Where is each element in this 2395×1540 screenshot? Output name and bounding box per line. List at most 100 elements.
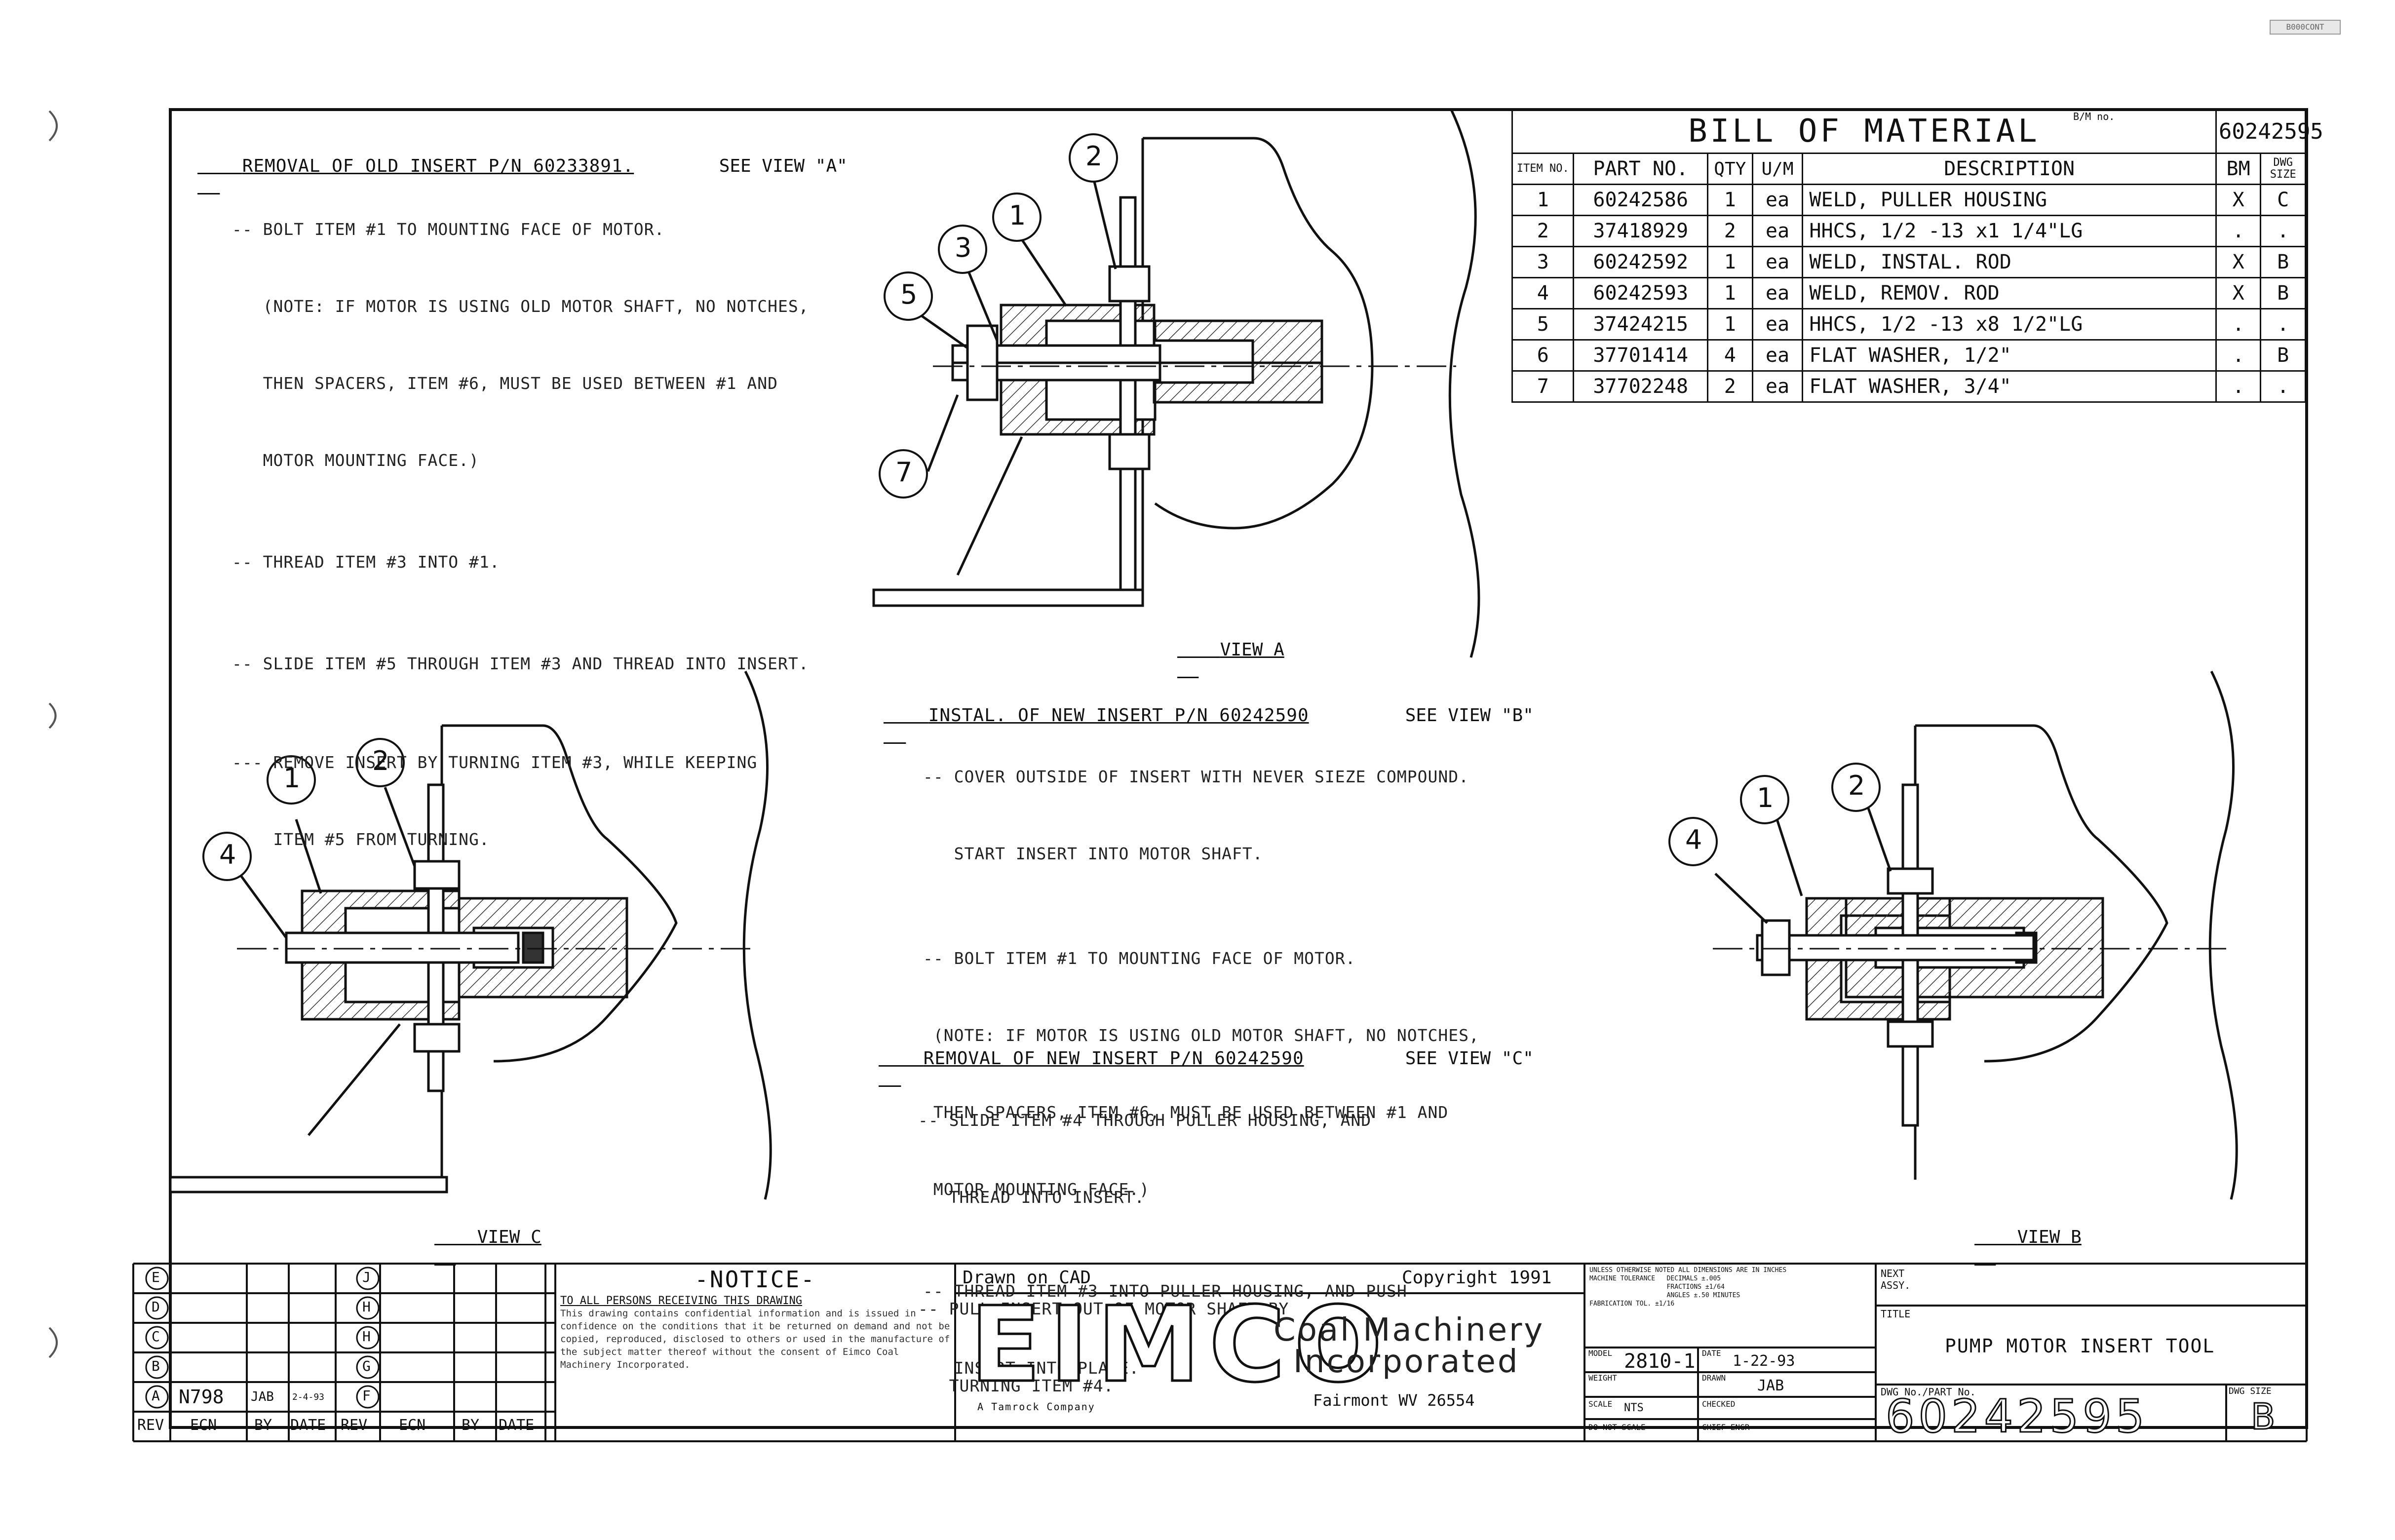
next-assy-label: NEXT ASSY. (1881, 1268, 1911, 1291)
bom-header-um: U/M (1751, 153, 1804, 185)
dwg-number: 60242595 (1885, 1390, 2149, 1443)
rev-letter: J (362, 1269, 371, 1285)
do-not-scale: DO NOT SCALE (1588, 1423, 1646, 1432)
rev-letter: H (362, 1328, 371, 1345)
drawn-on-cad: Drawn on CAD (963, 1268, 1091, 1288)
removal-new-see-view: SEE VIEW "C" (1405, 1048, 1534, 1069)
bom-item: 6 (1511, 339, 1575, 372)
bom-qty: 2 (1707, 215, 1753, 247)
bom-bm: X (2215, 277, 2262, 309)
bom-item: 1 (1511, 184, 1575, 216)
bom-part: 37418929 (1573, 215, 1709, 247)
removal-old-see-view: SEE VIEW "A" (719, 156, 848, 176)
bom-qty: 1 (1707, 308, 1753, 341)
balloon-item-4: 4 (219, 839, 236, 870)
subsidiary: A Tamrock Company (977, 1401, 1095, 1413)
bom-header-row: ITEM NO. PART NO. QTY U/M DESCRIPTION BM… (1511, 153, 2306, 185)
eimco-logo: EIMCO (968, 1284, 1391, 1405)
bom-row: 7 37702248 2 ea FLAT WASHER, 3/4" . . (1511, 370, 2306, 403)
bom-row: 3 60242592 1 ea WELD, INSTAL. ROD X B (1511, 246, 2306, 278)
weight-label: WEIGHT (1588, 1373, 1617, 1383)
bom-part: 37701414 (1573, 339, 1709, 372)
bom-um: ea (1751, 370, 1804, 403)
bom-item: 4 (1511, 277, 1575, 309)
company-name-line1: Coal Machinery (1274, 1312, 1545, 1348)
dwg-size: B (2250, 1395, 2276, 1438)
install-new-step: START INSERT INTO MOTOR SHAFT. (923, 844, 1263, 863)
rev-letter: F (362, 1387, 371, 1404)
removal-new-steps: -- SLIDE ITEM #4 THROUGH PULLER HOUSING,… (918, 1056, 1371, 1450)
dwg-no-label: DWG No./PART No. (1881, 1386, 1976, 1398)
view-a-drawing (872, 109, 1480, 658)
install-new-steps: -- COVER OUTSIDE OF INSERT WITH NEVER SI… (923, 713, 1479, 1432)
drawn-label: DRAWN (1702, 1373, 1726, 1383)
bom-part: 60242592 (1573, 246, 1709, 278)
rev-header: REV (341, 1417, 368, 1434)
bom-part: 37702248 (1573, 370, 1709, 403)
bom-desc: WELD, INSTAL. ROD (1802, 246, 2217, 278)
bom-part: 60242586 (1573, 184, 1709, 216)
removal-old-heading: REMOVAL OF OLD INSERT P/N 60233891. (242, 156, 634, 176)
rev-letter: E (152, 1269, 160, 1285)
removal-old-step: MOTOR MOUNTING FACE.) (232, 451, 479, 470)
bom-desc: HHCS, 1/2 -13 x8 1/2"LG (1802, 308, 2217, 341)
install-new-step: INSERT INTO PLACE. (923, 1358, 1140, 1378)
bom-header-part: PART NO. (1573, 153, 1709, 185)
bom-row: 6 37701414 4 ea FLAT WASHER, 1/2" . B (1511, 339, 2306, 372)
bom-qty: 4 (1707, 339, 1753, 372)
removal-new-step: THREAD INTO INSERT. (918, 1188, 1145, 1207)
title-label: TITLE (1881, 1308, 1911, 1320)
bom-bm: X (2215, 184, 2262, 216)
tolerance-note: UNLESS OTHERWISE NOTED ALL DIMENSIONS AR… (1589, 1267, 1787, 1308)
bom-row: 1 60242586 1 ea WELD, PULLER HOUSING X C (1511, 184, 2306, 216)
install-new-step: -- BOLT ITEM #1 TO MOUNTING FACE OF MOTO… (923, 949, 1356, 968)
bom-title: BILL OF MATERIAL (1511, 109, 2217, 154)
checked-label: CHECKED (1702, 1399, 1736, 1409)
balloon-item-1: 1 (1757, 782, 1774, 813)
rev-letter: G (362, 1358, 371, 1374)
bom-row: 4 60242593 1 ea WELD, REMOV. ROD X B (1511, 277, 2306, 309)
rev-header: DATE (499, 1417, 535, 1434)
install-new-step: -- COVER OUTSIDE OF INSERT WITH NEVER SI… (923, 767, 1469, 786)
bm-no-caption: B/M no. (2073, 111, 2115, 122)
removal-old-step: THEN SPACERS, ITEM #6, MUST BE USED BETW… (232, 374, 778, 393)
bom-desc: WELD, REMOV. ROD (1802, 277, 2217, 309)
company-name-line2: Incorporated (1293, 1344, 1520, 1380)
bom-item: 5 (1511, 308, 1575, 341)
bom-dwg: B (2260, 339, 2306, 372)
removal-new-step: -- PULL INSERT OUT OF MOTOR SHAFT BY (918, 1299, 1289, 1318)
removal-old-step: ITEM #5 FROM TURNING. (232, 830, 490, 849)
bm-number: 60242595 (2215, 109, 2323, 154)
removal-old-step: -- BOLT ITEM #1 TO MOUNTING FACE OF MOTO… (232, 220, 665, 239)
balloon-item-1: 1 (283, 763, 301, 794)
date-value: 1-22-93 (1733, 1352, 1795, 1370)
view-c-label: VIEW C (477, 1227, 541, 1247)
view-b-label: VIEW B (2017, 1227, 2082, 1247)
balloon-item-3: 3 (955, 232, 972, 263)
bom-qty: 1 (1707, 184, 1753, 216)
bom-item: 2 (1511, 215, 1575, 247)
bom-qty: 1 (1707, 277, 1753, 309)
bom-item: 7 (1511, 370, 1575, 403)
rev-letter: D (152, 1299, 160, 1315)
install-new-step: -- THREAD ITEM #3 INTO PULLER HOUSING, A… (923, 1281, 1407, 1301)
model-label: MODEL (1588, 1348, 1613, 1358)
bom-um: ea (1751, 339, 1804, 372)
balloon-item-1: 1 (1009, 200, 1026, 231)
bom-desc: FLAT WASHER, 1/2" (1802, 339, 2217, 372)
bom-header-dwg: DWG SIZE (2260, 153, 2306, 185)
bom-desc: HHCS, 1/2 -13 x1 1/4"LG (1802, 215, 2217, 247)
rev-letter: C (152, 1328, 160, 1345)
bom-bm: . (2215, 339, 2262, 372)
bom-bm: . (2215, 370, 2262, 403)
rev-a-ecn: N798 (179, 1386, 224, 1408)
bom-part: 37424215 (1573, 308, 1709, 341)
rev-header: REV (137, 1417, 164, 1434)
title-block-grid (132, 1263, 2308, 1442)
bom-qty: 2 (1707, 370, 1753, 403)
view-a-label: VIEW A (1220, 640, 1284, 660)
view-b-drawing (1713, 670, 2238, 1200)
bom-bm: . (2215, 215, 2262, 247)
